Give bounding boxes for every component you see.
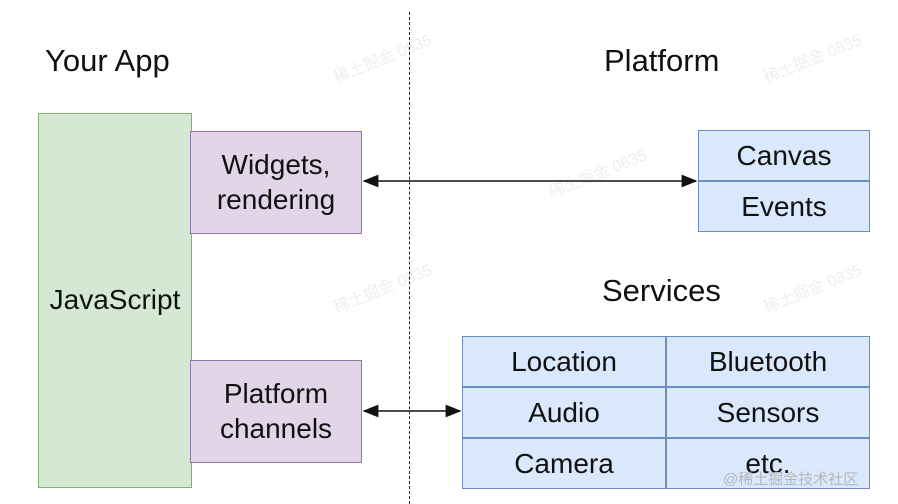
service-sensors-label: Sensors — [716, 396, 820, 428]
heading-platform: Platform — [604, 43, 720, 78]
watermark: 稀土掘金 0835 — [761, 31, 865, 87]
source-credit: @稀土掘金技术社区 — [723, 471, 859, 488]
platform-item-events: Events — [698, 181, 870, 232]
widgets-label-line1: Widgets, — [221, 149, 331, 181]
channels-label-line1: Platform — [223, 378, 329, 410]
platform-item-canvas: Canvas — [698, 130, 870, 181]
watermark: 稀土掘金 0835 — [331, 261, 435, 317]
platform-box: Canvas Events — [698, 130, 870, 232]
widgets-label-line2: rendering — [216, 183, 336, 215]
section-divider — [409, 12, 410, 504]
watermark: 稀土掘金 0835 — [331, 31, 435, 87]
service-etc-label: etc. — [745, 447, 791, 479]
watermark: 稀土掘金 0835 — [761, 261, 865, 317]
javascript-label: JavaScript — [49, 284, 181, 316]
platform-channels-box: Platform channels — [190, 360, 362, 463]
javascript-box: JavaScript — [38, 113, 192, 488]
watermark: 稀土掘金 0835 — [546, 146, 650, 202]
service-camera-label: Camera — [514, 447, 614, 479]
service-etc: etc. — [666, 438, 870, 489]
widgets-rendering-box: Widgets, rendering — [190, 131, 362, 234]
channels-label-line2: channels — [219, 412, 333, 444]
service-bluetooth: Bluetooth — [666, 336, 870, 387]
service-location-label: Location — [511, 345, 617, 377]
heading-services: Services — [602, 273, 721, 308]
heading-your-app: Your App — [45, 43, 170, 78]
services-grid: Location Bluetooth Audio Sensors Camera … — [462, 336, 870, 489]
service-bluetooth-label: Bluetooth — [708, 345, 828, 377]
service-camera: Camera — [462, 438, 666, 489]
service-audio-label: Audio — [528, 396, 600, 428]
service-audio: Audio — [462, 387, 666, 438]
service-sensors: Sensors — [666, 387, 870, 438]
canvas-label: Canvas — [736, 139, 832, 171]
service-location: Location — [462, 336, 666, 387]
events-label: Events — [741, 190, 827, 222]
